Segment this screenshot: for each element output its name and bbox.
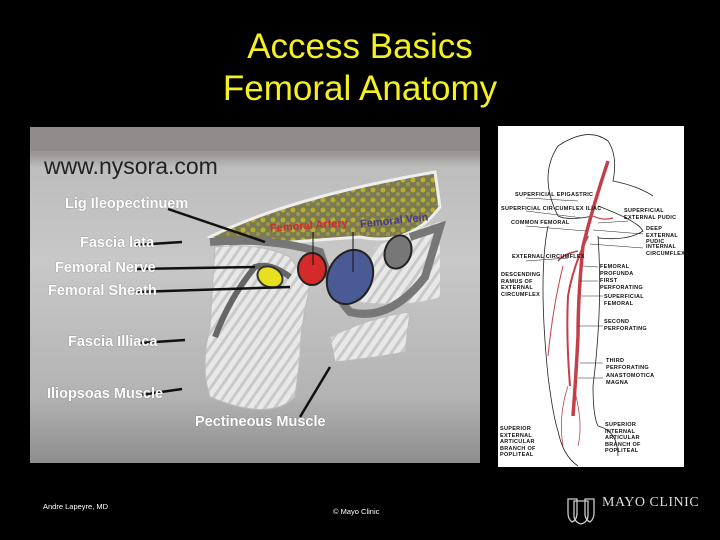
label-femoral-nerve: Femoral Nerve — [55, 260, 156, 276]
label-fascia-lata: Fascia lata — [80, 235, 155, 251]
label-internal-circumflex: INTERNAL CIRCUMFLEX — [646, 244, 686, 257]
label-pectineous-muscle: Pectineous Muscle — [195, 414, 326, 430]
label-anastomotica-magna: ANASTOMOTICA MAGNA — [606, 373, 655, 386]
mayo-clinic-wordmark: MAYO CLINIC — [602, 495, 700, 510]
label-second-perforating: SECOND PERFORATING — [604, 319, 647, 332]
author-credit: Andre Lapeyre, MD — [43, 502, 109, 511]
label-superficial-external-pudic: SUPERFICIAL EXTERNAL PUDIC — [624, 208, 677, 221]
title-line-2: Femoral Anatomy — [222, 69, 498, 108]
watermark: www.nysora.com — [44, 153, 218, 179]
label-deep-external-pudic: DEEP EXTERNAL PUDIC — [646, 226, 678, 245]
mayo-clinic-logo: MAYO CLINIC — [566, 495, 699, 525]
label-superficial-femoral: SUPERFICIAL FEMORAL — [604, 294, 644, 307]
label-third-perforating: THIRD PERFORATING — [606, 358, 649, 371]
femoral-cross-section-figure: www.nysora.com — [30, 127, 480, 463]
label-common-femoral: COMMON FEMORAL — [511, 220, 570, 226]
label-femoral-profunda: FEMORAL PROFUNDA — [600, 264, 634, 277]
label-femoral-sheath: Femoral Sheath — [48, 283, 157, 299]
label-superficial-circumflex-iliac: SUPERFICIAL CIR-CUMFLEX ILIAC — [501, 206, 602, 212]
mayo-shield-icon — [567, 498, 595, 525]
label-external-circumflex: EXTERNAL CIRCUMFLEX — [512, 254, 585, 260]
femur-illustration — [525, 134, 654, 467]
label-superficial-epigastric: SUPERFICIAL EPIGASTRIC — [515, 192, 594, 198]
cross-section-illustration — [134, 170, 447, 418]
slide-title: Access Basics Femoral Anatomy — [0, 26, 720, 110]
label-first-perforating: FIRST PERFORATING — [600, 278, 643, 291]
copyright-notice: © Mayo Clinic — [333, 507, 380, 516]
label-iliopsoas-muscle: Iliopsoas Muscle — [47, 386, 164, 402]
thigh-arteries-figure: SUPERFICIAL EPIGASTRIC SUPERFICIAL CIR-C… — [498, 126, 686, 467]
title-line-1: Access Basics — [247, 27, 473, 66]
label-descending-ramus: DESCENDING RAMUS OF EXTERNAL CIRCUMFLEX — [501, 272, 541, 298]
label-superior-external-articular: SUPERIOR EXTERNAL ARTICULAR BRANCH OF PO… — [500, 426, 536, 458]
label-lig-ileopectinuem: Lig Ileopectinuem — [65, 196, 189, 212]
label-fascia-illiaca: Fascia Illiaca — [68, 334, 158, 350]
label-superior-internal-articular: SUPERIOR INTERNAL ARTICULAR BRANCH OF PO… — [605, 422, 641, 454]
